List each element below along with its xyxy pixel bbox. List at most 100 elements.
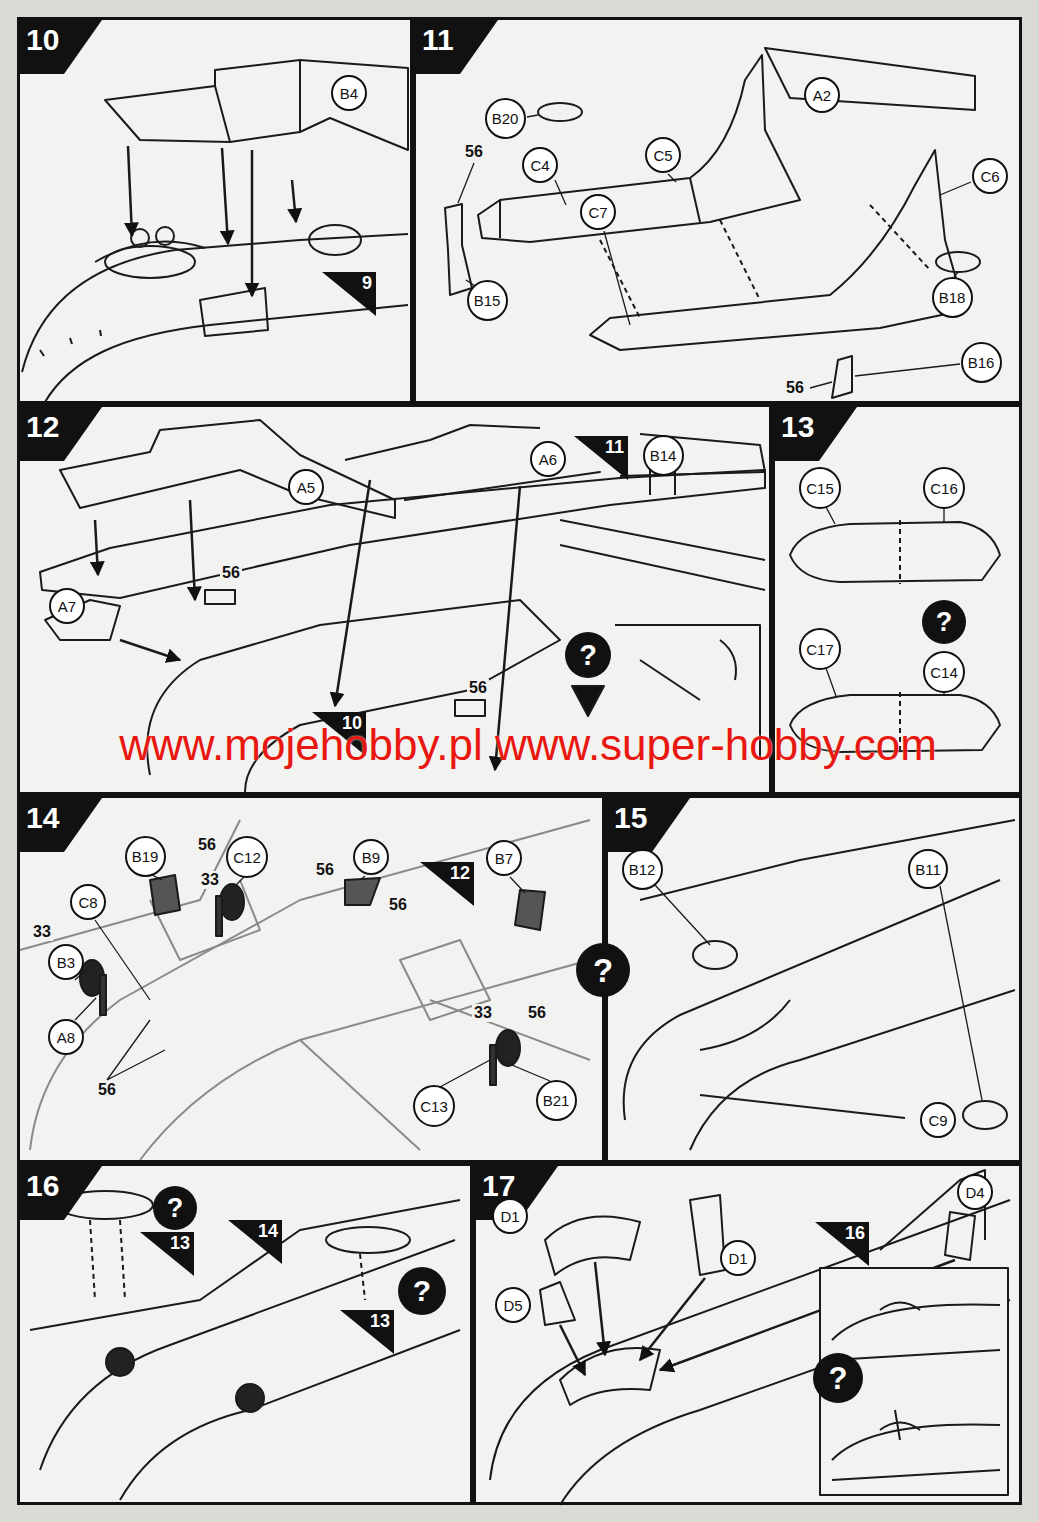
label-slot: 33 — [31, 923, 53, 941]
label-slot: 56 — [526, 1004, 548, 1022]
callout-part-number: A2 — [804, 77, 840, 113]
label-slot: 56 — [314, 861, 336, 879]
step-panel: 11B20C4C5A2C6C7B15B18B16 — [413, 17, 1022, 404]
part-number: B15 — [474, 293, 501, 308]
callout-part-number: B19 — [125, 836, 166, 877]
help-symbol: ? — [813, 1353, 863, 1403]
callout-number: 56 — [467, 679, 489, 697]
part-number: B14 — [650, 448, 677, 463]
help-symbol: ? — [565, 632, 611, 678]
callout-part-number: B7 — [486, 840, 522, 876]
part-number: D5 — [503, 1298, 522, 1313]
step-number: 11 — [422, 25, 454, 55]
part-number: A2 — [813, 88, 831, 103]
part-number: B20 — [492, 111, 519, 126]
part-number: C7 — [588, 205, 607, 220]
callout-number: 56 — [463, 143, 485, 161]
callout-part-number: C13 — [413, 1085, 455, 1127]
help-mark: ? — [579, 641, 597, 670]
part-number: B21 — [543, 1093, 570, 1108]
help-symbol: ? — [576, 943, 630, 997]
part-number: C15 — [806, 481, 834, 496]
reference-step-number: 13 — [140, 1233, 194, 1253]
part-number: C8 — [78, 895, 97, 910]
part-number: C14 — [930, 665, 958, 680]
callout-part-number: D1 — [492, 1198, 528, 1234]
part-number: D1 — [728, 1251, 747, 1266]
part-number: C12 — [233, 850, 261, 865]
part-number: A7 — [58, 599, 76, 614]
reference-step-number: 9 — [322, 273, 376, 293]
callout-part-number: B16 — [961, 342, 1002, 383]
callout-part-number: D4 — [957, 1174, 993, 1210]
callout-part-number: D1 — [720, 1240, 756, 1276]
label-slot: 56 — [387, 896, 409, 914]
callout-part-number: B21 — [536, 1080, 577, 1121]
step-number: 15 — [614, 803, 647, 833]
part-number: B16 — [968, 355, 995, 370]
callout-number: 56 — [526, 1004, 548, 1022]
part-number: B7 — [495, 851, 513, 866]
callout-number: 56 — [96, 1081, 118, 1099]
help-mark: ? — [936, 609, 953, 636]
step-panel: 10B49 — [17, 17, 413, 404]
step-panel: 17D1D1D416D5? — [473, 1163, 1022, 1505]
callout-part-number: C16 — [923, 467, 965, 509]
part-number: A5 — [297, 480, 315, 495]
part-number: B11 — [915, 862, 941, 877]
callout-part-number: C14 — [923, 651, 965, 693]
callout-part-number: C15 — [799, 467, 841, 509]
reference-step-number: 14 — [228, 1221, 282, 1241]
callout-part-number: B20 — [485, 98, 526, 139]
callout-part-number: B15 — [467, 280, 508, 321]
watermark: www.mojehobby.pl www.super-hobby.com — [119, 723, 937, 767]
help-mark: ? — [593, 954, 613, 987]
reference-step-number: 13 — [340, 1311, 394, 1331]
callout-part-number: C9 — [920, 1102, 956, 1138]
part-number: C4 — [530, 158, 549, 173]
part-number: C17 — [806, 642, 834, 657]
callout-number: 33 — [199, 871, 221, 889]
callout-part-number: B3 — [48, 944, 84, 980]
callout-part-number: B9 — [353, 839, 389, 875]
callout-number: 56 — [220, 564, 242, 582]
callout-part-number: B14 — [643, 435, 684, 476]
callout-part-number: D5 — [495, 1287, 531, 1323]
reference-step-number: 11 — [574, 437, 628, 457]
label-slot: 56 — [463, 143, 485, 161]
callout-part-number: A8 — [48, 1019, 84, 1055]
step-reference-tab: 9 — [322, 272, 376, 316]
part-number: C9 — [928, 1113, 947, 1128]
label-slot: 56 — [784, 379, 806, 397]
step-reference-tab: 13 — [140, 1232, 194, 1276]
reference-step-number: 12 — [420, 863, 474, 883]
help-symbol: ? — [153, 1186, 197, 1230]
label-slot: 56 — [196, 836, 218, 854]
step-number: 16 — [26, 1171, 59, 1201]
callout-part-number: C7 — [580, 194, 616, 230]
callout-part-number: B11 — [908, 849, 948, 889]
step-reference-tab: 12 — [420, 862, 474, 906]
part-number: A8 — [57, 1030, 75, 1045]
part-number: C6 — [980, 169, 999, 184]
label-slot: 56 — [467, 679, 489, 697]
callout-part-number: C5 — [645, 137, 681, 173]
callout-part-number: A6 — [530, 441, 566, 477]
step-number: 13 — [781, 412, 814, 442]
part-number: C16 — [930, 481, 958, 496]
callout-part-number: A7 — [49, 588, 85, 624]
help-mark: ? — [829, 1363, 848, 1394]
help-mark: ? — [413, 1276, 431, 1306]
step-panel: 16? 13 14 13? — [17, 1163, 473, 1505]
help-symbol: ? — [922, 600, 966, 644]
callout-part-number: A5 — [288, 469, 324, 505]
step-reference-tab: 13 — [340, 1310, 394, 1354]
label-slot: 33 — [472, 1004, 494, 1022]
callout-part-number: C12 — [226, 836, 268, 878]
callout-part-number: B12 — [622, 849, 663, 890]
label-slot: 33 — [199, 871, 221, 889]
part-number: C13 — [420, 1099, 448, 1114]
callout-part-number: C17 — [799, 628, 841, 670]
part-number: D4 — [965, 1185, 984, 1200]
